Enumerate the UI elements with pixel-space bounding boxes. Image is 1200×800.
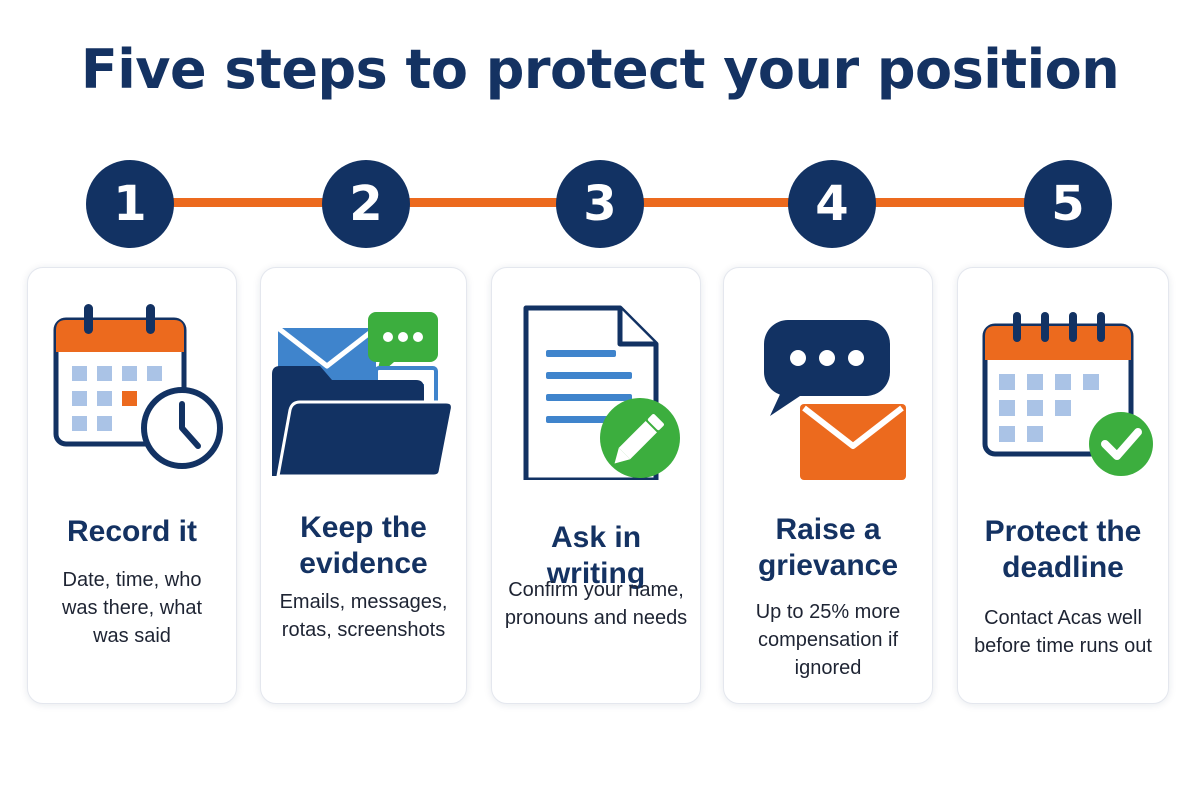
step-3-number: 3 [556, 160, 644, 248]
step-5-description: Contact Acas well before time runs out [974, 607, 1152, 657]
step-5-title: Protect the deadline [984, 515, 1142, 584]
step-2-number: 2 [322, 160, 410, 248]
document-pencil-icon [492, 300, 700, 490]
step-card-4: Raise a grievance Up to 25% more compens… [723, 267, 933, 704]
calendar-check-icon [958, 300, 1168, 490]
folder-email-message-icon [261, 300, 466, 490]
step-card-3: Ask in writing Confirm your name, pronou… [491, 267, 701, 704]
calendar-clock-icon [28, 300, 236, 490]
step-4-number: 4 [788, 160, 876, 248]
step-1-description: Date, time, who was there, what was said [61, 569, 203, 647]
step-2-description: Emails, messages, rotas, screenshots [279, 591, 448, 641]
step-3-description: Confirm your name, pronouns and needs [504, 579, 688, 629]
step-card-2: Keep the evidence Emails, messages, rota… [260, 267, 467, 704]
step-2-title: Keep the evidence [299, 511, 428, 580]
step-1-number: 1 [86, 160, 174, 248]
step-3-title: Ask in writing [546, 521, 646, 590]
step-card-5: Protect the deadline Contact Acas well b… [957, 267, 1169, 704]
step-card-1: Record it Date, time, who was there, wha… [27, 267, 237, 704]
page-title: Five steps to protect your position [80, 38, 1120, 101]
step-5-number: 5 [1024, 160, 1112, 248]
step-4-description: Up to 25% more compensation if ignored [755, 601, 901, 679]
step-4-title: Raise a grievance [757, 513, 899, 582]
speech-bubble-envelope-icon [724, 300, 932, 490]
step-1-title: Record it [66, 515, 198, 548]
